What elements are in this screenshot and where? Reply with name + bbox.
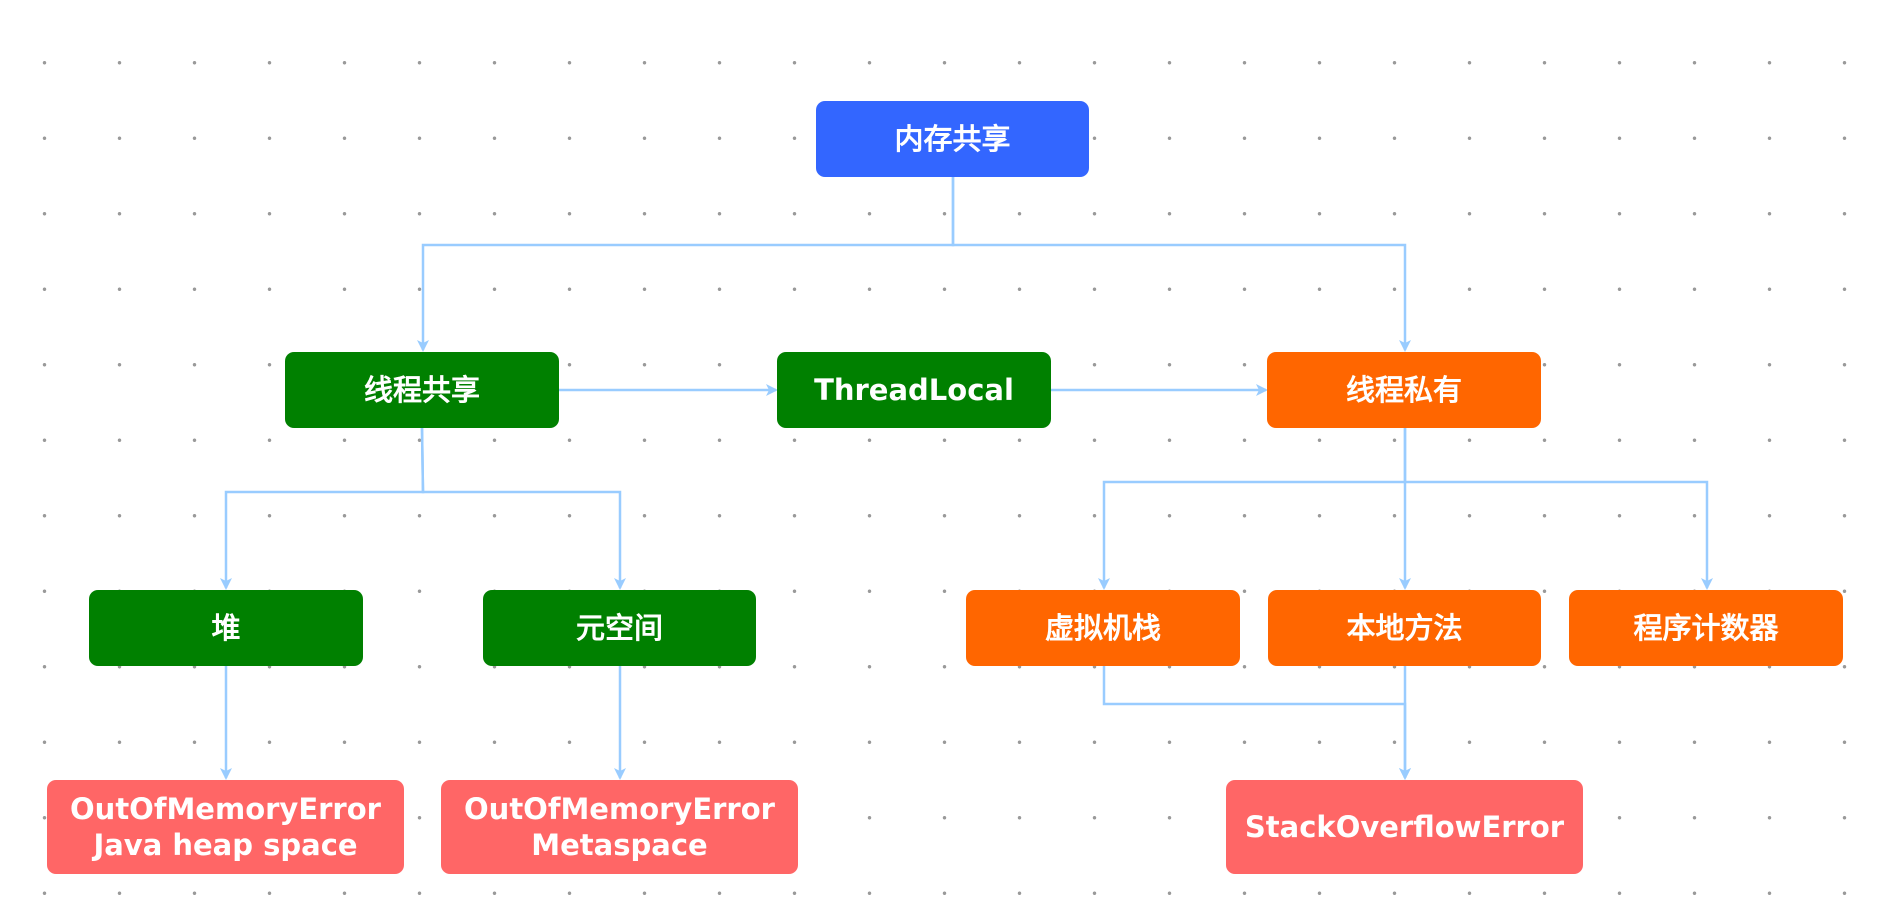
node-native-method[interactable]: 本地方法 [1268, 590, 1541, 666]
node-vm-stack-label: 虚拟机栈 [1044, 611, 1161, 645]
node-oom-metaspace[interactable]: OutOfMemoryError Metaspace [441, 780, 798, 874]
node-metaspace[interactable]: 元空间 [483, 590, 756, 666]
node-thread-private[interactable]: 线程私有 [1267, 352, 1541, 428]
node-oom-metaspace-line1: OutOfMemoryError [464, 792, 775, 826]
node-threadlocal[interactable]: ThreadLocal [777, 352, 1051, 428]
node-oom-heap[interactable]: OutOfMemoryError Java heap space [47, 780, 404, 874]
node-memory-shared-label: 内存共享 [894, 122, 1011, 156]
node-oom-heap-line2: Java heap space [93, 828, 358, 862]
node-threadlocal-label: ThreadLocal [814, 373, 1014, 407]
node-program-counter-label: 程序计数器 [1633, 611, 1779, 645]
node-thread-private-label: 线程私有 [1345, 373, 1462, 407]
node-stack-overflow-label: StackOverflowError [1244, 810, 1565, 844]
node-native-method-label: 本地方法 [1346, 611, 1463, 645]
node-program-counter[interactable]: 程序计数器 [1569, 590, 1843, 666]
edge-thread-private-to-program-counter [1405, 480, 1713, 590]
node-oom-metaspace-line2: Metaspace [531, 828, 708, 862]
edge-thread-shared-to-heap [220, 427, 425, 590]
node-thread-shared-label: 线程共享 [363, 373, 480, 407]
node-stack-overflow[interactable]: StackOverflowError [1226, 780, 1583, 874]
node-thread-shared[interactable]: 线程共享 [285, 352, 559, 428]
node-heap-label: 堆 [211, 611, 241, 645]
edge-root-to-thread-private [951, 176, 1411, 352]
edge-thread-private-to-vm-stack [1098, 428, 1407, 590]
node-oom-heap-line1: OutOfMemoryError [70, 792, 381, 826]
node-vm-stack[interactable]: 虚拟机栈 [966, 590, 1240, 666]
edge-root-to-thread-shared [417, 176, 955, 352]
edge-thread-shared-to-metaspace [420, 427, 626, 590]
node-metaspace-label: 元空间 [575, 611, 663, 645]
node-heap[interactable]: 堆 [89, 590, 363, 666]
edge-vm-stack-to-stack-overflow [1102, 666, 1411, 780]
node-memory-shared[interactable]: 内存共享 [816, 101, 1089, 177]
